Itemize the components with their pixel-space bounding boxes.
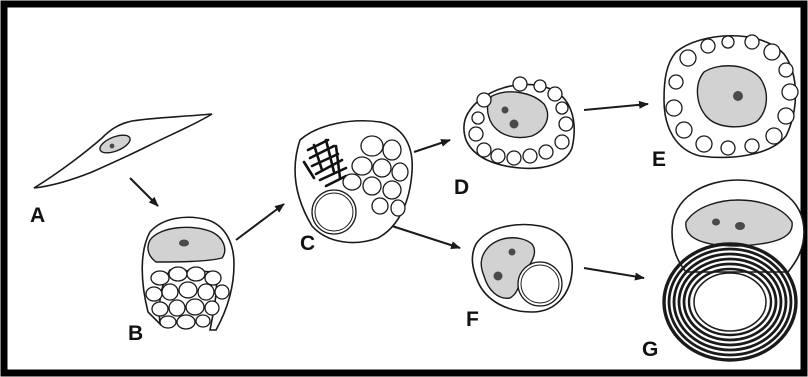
cell-c	[295, 121, 412, 243]
label-f: F	[466, 308, 479, 331]
cell-a	[34, 114, 212, 188]
large-vacuole-f	[518, 262, 562, 306]
arrow-d-to-e	[584, 104, 648, 110]
label-c: C	[300, 232, 315, 255]
inner-lumen-g	[694, 273, 766, 331]
cell-b	[142, 217, 234, 330]
arrow-c-to-f	[392, 226, 460, 248]
label-e: E	[652, 148, 666, 171]
arrow-b-to-c	[236, 204, 284, 240]
label-b: B	[128, 322, 143, 345]
arrow-f-to-g	[584, 268, 644, 278]
arrow-c-to-d	[414, 140, 450, 152]
cell-f	[472, 225, 572, 312]
label-a: A	[30, 204, 45, 227]
large-vacuole-c	[312, 190, 356, 234]
cell-e	[664, 35, 798, 157]
label-d: D	[454, 176, 469, 199]
cell-g	[664, 180, 804, 360]
arrow-a-to-b	[130, 178, 158, 206]
cell-d	[464, 77, 574, 168]
label-g: G	[642, 338, 658, 361]
